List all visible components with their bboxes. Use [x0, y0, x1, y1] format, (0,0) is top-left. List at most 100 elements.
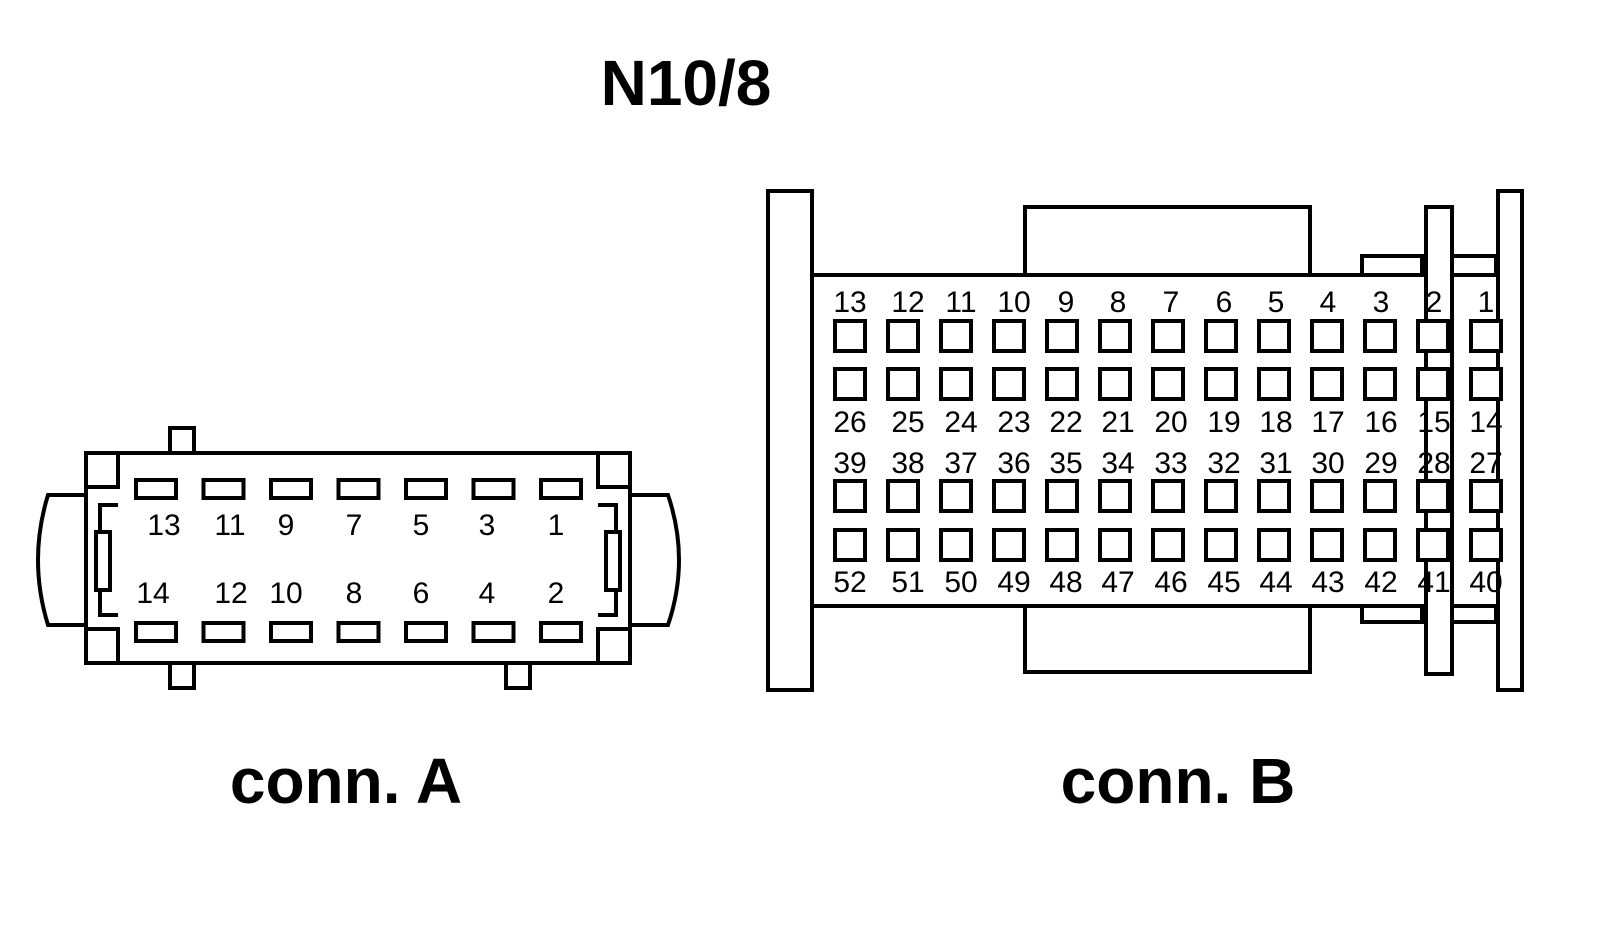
connector-b-pin-square — [1204, 479, 1238, 513]
pin-label: 11 — [214, 509, 245, 542]
connector-b-pin-square — [939, 319, 973, 353]
connector-b-pin-square — [833, 367, 867, 401]
connector-b-pin-square — [1469, 528, 1503, 562]
connector-a: 13 11 9 7 5 3 1 14 12 10 8 6 4 2 — [36, 426, 681, 690]
pin-label: 6 — [1216, 286, 1233, 319]
connector-b-pin-square — [1151, 479, 1185, 513]
pin-label: 39 — [833, 447, 866, 480]
connector-a-pin-slot — [201, 621, 246, 643]
pin-label: 5 — [413, 509, 430, 542]
connector-b-pin-square — [992, 367, 1026, 401]
pin-label: 40 — [1469, 566, 1502, 599]
connector-b-pin-square — [1151, 367, 1185, 401]
connector-b-pin-square — [1098, 479, 1132, 513]
connector-a-corner-br — [596, 627, 632, 665]
connector-b-pin-square — [939, 528, 973, 562]
pin-label: 24 — [944, 406, 977, 439]
pin-label: 7 — [1163, 286, 1180, 319]
pin-label: 8 — [346, 577, 363, 610]
connector-b-pin-square — [992, 319, 1026, 353]
pin-label: 28 — [1417, 447, 1450, 480]
diagram-title: N10/8 — [601, 47, 772, 119]
pin-label: 11 — [945, 286, 976, 319]
pin-label: 13 — [147, 509, 180, 542]
connector-b-pin-square — [1363, 479, 1397, 513]
pin-label: 43 — [1311, 566, 1344, 599]
connector-a-pin-slot — [336, 478, 381, 500]
pin-label: 16 — [1364, 406, 1397, 439]
connector-b-pin-square — [833, 479, 867, 513]
connector-b-pin-squares — [833, 319, 1503, 562]
pin-label: 51 — [891, 566, 924, 599]
pin-label: 14 — [1469, 406, 1502, 439]
connector-a-pin-slot — [539, 478, 583, 500]
pin-label: 32 — [1207, 447, 1240, 480]
connector-a-pin-slot — [336, 621, 381, 643]
pin-label: 48 — [1049, 566, 1082, 599]
connector-a-pin-slot — [404, 478, 448, 500]
connector-a-bottom-key-left — [168, 660, 196, 690]
connector-b-pin-square — [1310, 367, 1344, 401]
connector-b-pin-square — [1416, 319, 1450, 353]
connector-b-pin-square — [939, 479, 973, 513]
connector-b-pin-square — [1045, 479, 1079, 513]
connector-b-pin-square — [1310, 528, 1344, 562]
connector-b-pin-square — [1098, 319, 1132, 353]
connector-b-pin-square — [1098, 528, 1132, 562]
connector-b-inner-post — [1424, 205, 1454, 676]
pin-label: 29 — [1364, 447, 1397, 480]
connector-a-right-slot-inner — [604, 530, 622, 592]
pin-label: 27 — [1469, 447, 1502, 480]
connector-b-label: conn. B — [1061, 745, 1296, 817]
pin-label: 36 — [997, 447, 1030, 480]
connector-a-pin-slot — [471, 621, 516, 643]
connector-a-pin-slot — [134, 621, 178, 643]
pin-label: 34 — [1101, 447, 1134, 480]
connector-b-left-post — [766, 189, 814, 692]
connector-a-corner-bl — [84, 627, 120, 665]
connector-b-pin-square — [992, 528, 1026, 562]
connector-a-pin-slot — [404, 621, 448, 643]
connector-b-pin-square — [886, 319, 920, 353]
pin-label: 9 — [278, 509, 295, 542]
pin-label: 10 — [269, 577, 302, 610]
pin-label: 26 — [833, 406, 866, 439]
connector-b-pin-square — [1045, 319, 1079, 353]
connector-a-right-latch — [628, 493, 681, 627]
pin-label: 31 — [1259, 447, 1292, 480]
pin-label: 37 — [944, 447, 977, 480]
pin-label: 5 — [1268, 286, 1285, 319]
connector-b-pin-square — [1416, 528, 1450, 562]
connector-b-pin-square — [1469, 479, 1503, 513]
connector-b-pin-square — [1045, 367, 1079, 401]
connector-b-pin-square — [1363, 319, 1397, 353]
connector-b-pin-square — [1257, 479, 1291, 513]
pin-label: 30 — [1311, 447, 1344, 480]
pin-label: 38 — [891, 447, 924, 480]
pin-label: 1 — [1478, 286, 1495, 319]
pin-label: 4 — [1320, 286, 1337, 319]
connector-b-pin-square — [1204, 528, 1238, 562]
connector-b-right-post — [1496, 189, 1524, 692]
connector-a-pin-labels: 13 11 9 7 5 3 1 14 12 10 8 6 4 2 — [136, 509, 564, 610]
connector-a-pin-slots — [134, 478, 583, 643]
pin-label: 3 — [1373, 286, 1390, 319]
pin-label: 4 — [479, 577, 496, 610]
connector-a-bottom-key-right — [504, 660, 532, 690]
connector-b-pin-square — [1416, 479, 1450, 513]
pin-label: 50 — [944, 566, 977, 599]
pin-label: 1 — [548, 509, 565, 542]
pin-label: 20 — [1154, 406, 1187, 439]
pin-label: 44 — [1259, 566, 1292, 599]
connector-b-pin-square — [1045, 528, 1079, 562]
connector-b-pin-square — [1469, 367, 1503, 401]
connector-a-left-slot-inner — [94, 530, 112, 592]
connector-b-pin-square — [1257, 367, 1291, 401]
connector-b-pin-square — [1151, 528, 1185, 562]
pin-label: 14 — [136, 577, 169, 610]
pin-label: 17 — [1311, 406, 1344, 439]
pin-label: 45 — [1207, 566, 1240, 599]
pin-label: 47 — [1101, 566, 1134, 599]
connector-a-corner-tr — [596, 451, 632, 489]
